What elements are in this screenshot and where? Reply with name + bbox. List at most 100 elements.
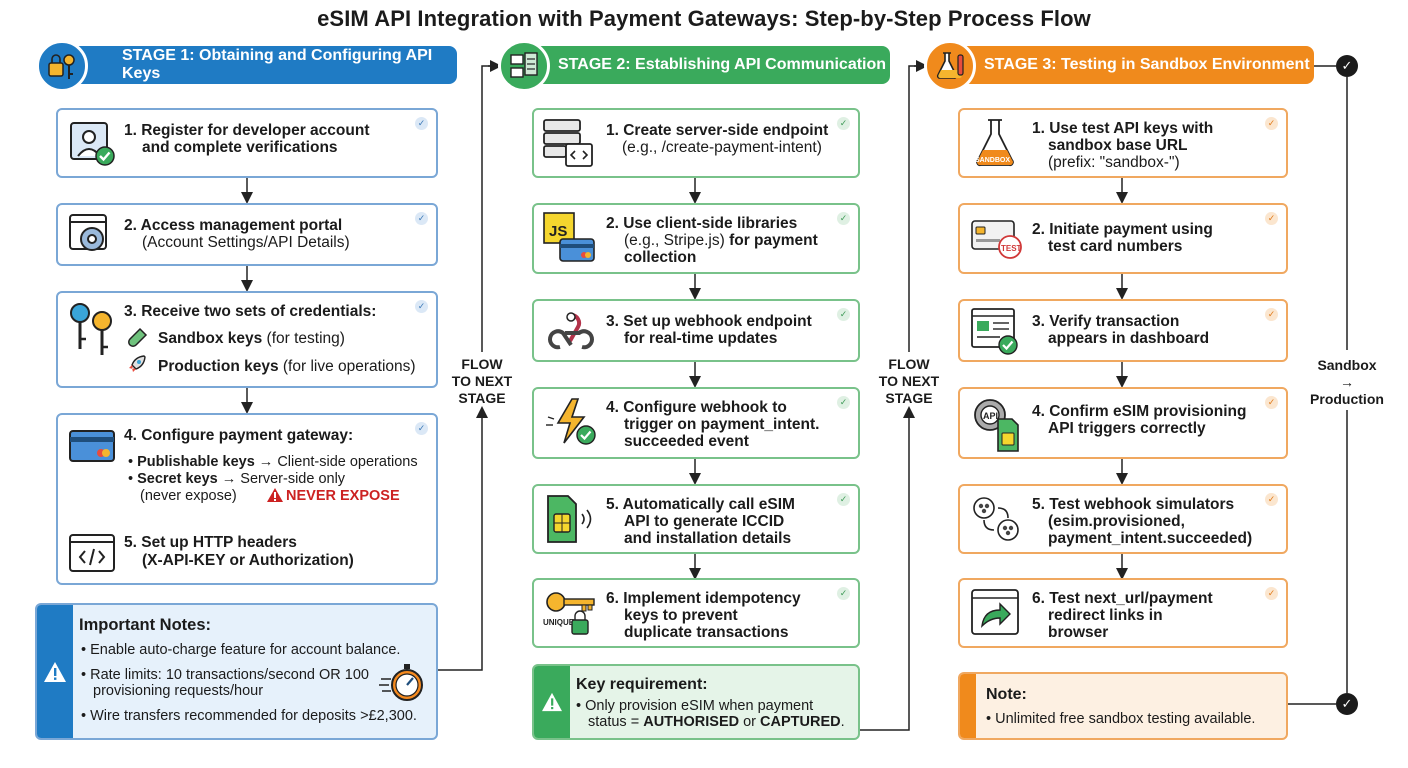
check-icon: ✓ <box>837 212 850 225</box>
s3-step1-line3: (prefix: "sandbox-") <box>1048 154 1180 171</box>
s3-step4-line2: API triggers correctly <box>1048 420 1206 437</box>
note-item: • Wire transfers recommended for deposit… <box>81 708 417 724</box>
rocket-icon <box>129 355 146 372</box>
check-icon: ✓ <box>1265 493 1278 506</box>
warning-icon <box>534 666 570 738</box>
s3-step3-line1: 3. Verify transaction <box>1032 313 1180 330</box>
server-sync-icon <box>498 40 550 92</box>
keys-icon <box>70 303 112 355</box>
check-icon: ✓ <box>1265 212 1278 225</box>
lightning-trigger-icon <box>546 398 596 445</box>
page-title: eSIM API Integration with Payment Gatewa… <box>317 6 1091 31</box>
s2-step6-line1: 6. Implement idempotency <box>606 590 801 607</box>
check-icon: ✓ <box>1265 396 1278 409</box>
stage2-step4: 4. Configure webhook to trigger on payme… <box>532 387 860 459</box>
s2-step1-line1: 1. Create server-side endpoint <box>606 122 829 139</box>
warning-icon <box>37 605 73 738</box>
stage3-step5: 5. Test webhook simulators (esim.provisi… <box>958 484 1288 554</box>
s2-step6-line3: duplicate transactions <box>624 624 789 641</box>
s1-step5-line2: (X-API-KEY or Authorization) <box>142 552 354 569</box>
s3-step6-line1: 6. Test next_url/payment <box>1032 590 1213 607</box>
key-requirement-line1: • Only provision eSIM when payment <box>576 698 814 714</box>
user-verified-icon <box>70 122 115 166</box>
stage2-header: STAGE 2: Establishing API Communication <box>524 46 890 84</box>
sim-card-icon <box>547 495 592 543</box>
s3-step2-line2: test card numbers <box>1048 238 1183 255</box>
code-window-icon <box>69 534 115 572</box>
s3-step3-line2: appears in dashboard <box>1048 330 1210 347</box>
stage1-step4-5: 4. Configure payment gateway: • Publisha… <box>56 413 438 585</box>
settings-window-icon <box>69 214 107 251</box>
stage3-step2: TEST 2. Initiate payment using test card… <box>958 203 1288 274</box>
s2-step1-line2: (e.g., /create-payment-intent) <box>622 139 822 156</box>
stage2-step2: JS 2. Use client-side libraries (e.g., S… <box>532 203 860 274</box>
credit-card-icon <box>69 430 115 462</box>
s1-step5-line1: 5. Set up HTTP headers <box>124 534 297 551</box>
s2-step3-line2: for real-time updates <box>624 330 778 347</box>
stage1-step1: 1. Register for developer account and co… <box>56 108 438 178</box>
check-icon: ✓ <box>1265 587 1278 600</box>
s2-step4-line3: succeeded event <box>624 433 749 450</box>
sandbox-to-production-label: Sandbox→Production <box>1310 357 1384 407</box>
s1-step2-line1: 2. Access management portal <box>124 217 343 234</box>
s2-step5-line2: API to generate ICCID <box>624 513 785 530</box>
s1-production-keys: Production keys (for live operations) <box>158 358 416 375</box>
test-stamp-label: TEST <box>1001 244 1022 253</box>
important-notes: Important Notes: • Enable auto-charge fe… <box>35 603 438 740</box>
sandbox-note: Note: • Unlimited free sandbox testing a… <box>958 672 1288 740</box>
svg-text:JS: JS <box>549 223 567 240</box>
s3-step1-line2: sandbox base URL <box>1048 137 1188 154</box>
checkpoint-icon: ✓ <box>1336 55 1358 77</box>
stage1-label: STAGE 1: Obtaining and Configuring API K… <box>122 47 433 82</box>
stage3-label: STAGE 3: Testing in Sandbox Environment <box>984 56 1310 73</box>
s2-step5-line3: and installation details <box>624 530 792 547</box>
test-card-icon: TEST <box>971 220 1022 259</box>
s3-step6-line2: redirect links in <box>1048 607 1163 624</box>
s2-step4-line2: trigger on payment_intent. <box>624 416 820 433</box>
never-expose-label: NEVER EXPOSE <box>286 488 400 504</box>
stage1-header: STAGE 1: Obtaining and Configuring API K… <box>62 46 457 84</box>
stage3-step3: 3. Verify transaction appears in dashboa… <box>958 299 1288 362</box>
s1-publishable-keys: • Publishable keys → Client-side operati… <box>128 454 418 470</box>
s2-step4-line1: 4. Configure webhook to <box>606 399 787 416</box>
s1-sandbox-keys: Sandbox keys (for testing) <box>158 330 345 347</box>
sandbox-label: SANDBOX <box>975 157 1010 164</box>
stage3-step1: SANDBOX 1. Use test API keys with sandbo… <box>958 108 1288 178</box>
stage3-step6: 6. Test next_url/payment redirect links … <box>958 578 1288 648</box>
javascript-card-icon: JS <box>543 212 595 262</box>
s1-secret-keys-note: (never expose) <box>140 488 237 504</box>
stage2-step3: 3. Set up webhook endpoint for real-time… <box>532 299 860 362</box>
stopwatch-icon <box>379 664 423 701</box>
key-requirement-heading: Key requirement: <box>576 676 708 693</box>
sandbox-note-line1: • Unlimited free sandbox testing availab… <box>986 711 1256 727</box>
s2-step2-line3: collection <box>624 249 697 266</box>
s3-step2-line1: 2. Initiate payment using <box>1032 221 1213 238</box>
browser-redirect-icon <box>971 589 1019 635</box>
s2-step5-line1: 5. Automatically call eSIM <box>606 496 795 513</box>
sandbox-flask-icon: SANDBOX <box>975 119 1014 167</box>
stage2-label: STAGE 2: Establishing API Communication <box>558 56 887 73</box>
note-item-cont: provisioning requests/hour <box>93 683 264 699</box>
s3-step5-line3: payment_intent.succeeded) <box>1048 530 1253 547</box>
s1-secret-keys: • Secret keys → Server-side only <box>128 471 346 487</box>
s1-step3-line1: 3. Receive two sets of credentials: <box>124 303 377 320</box>
checkpoint-icon: ✓ <box>1336 693 1358 715</box>
stage2-step6: UNIQUE 6. Implement idempotency keys to … <box>532 578 860 648</box>
api-gear-sim-icon: API <box>974 399 1019 452</box>
s1-step1-line1: 1. Register for developer account <box>124 122 370 139</box>
s3-step4-line1: 4. Confirm eSIM provisioning <box>1032 403 1247 420</box>
unique-label: UNIQUE <box>543 618 575 627</box>
s2-step2-line2: (e.g., Stripe.js) for payment <box>624 232 818 249</box>
s1-step2-line2: (Account Settings/API Details) <box>142 234 350 251</box>
dashboard-check-icon <box>971 308 1018 355</box>
warning-icon <box>267 488 283 502</box>
server-code-icon <box>543 119 593 167</box>
s3-step6-line3: browser <box>1048 624 1109 641</box>
note-accent-bar <box>960 674 976 738</box>
check-icon: ✓ <box>837 587 850 600</box>
stage1-step2: 2. Access management portal (Account Set… <box>56 203 438 266</box>
check-icon: ✓ <box>837 493 850 506</box>
check-icon: ✓ <box>415 422 428 435</box>
